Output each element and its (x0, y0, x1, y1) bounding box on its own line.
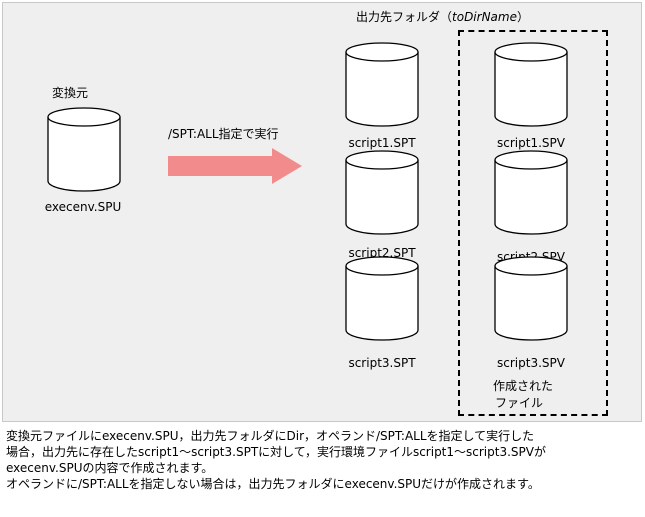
output-heading: 出力先フォルダ（toDirName） (356, 8, 529, 25)
created-files-label-line2: ファイル (495, 396, 544, 410)
caption: 変換元ファイルにexecenv.SPU，出力先フォルダにDir，オペランド/SP… (6, 428, 642, 492)
spv1-label: script1.SPV (497, 136, 565, 150)
arrow-label: /SPT:ALL指定で実行 (168, 127, 279, 141)
spv3-cylinder-icon (494, 256, 568, 341)
spv3-label: script3.SPV (497, 356, 565, 370)
caption-line4: オペランドに/SPT:ALLを指定しない場合は，出力先フォルダにexecenv.… (6, 477, 540, 491)
created-files-label-line1: 作成された (493, 379, 554, 393)
caption-line1: 変換元ファイルにexecenv.SPU，出力先フォルダにDir，オペランド/SP… (6, 429, 535, 443)
source-file-label: execenv.SPU (44, 200, 122, 214)
spt1-label: script1.SPT (348, 136, 416, 150)
source-heading: 変換元 (52, 86, 89, 100)
right-arrow-icon (168, 148, 302, 184)
caption-line3: execenv.SPUの内容で作成されます。 (6, 461, 214, 475)
created-files-box (458, 30, 608, 416)
spv1-cylinder-icon (494, 42, 568, 127)
spt3-label: script3.SPT (348, 356, 416, 370)
spt3-cylinder-icon (345, 256, 419, 341)
spt1-cylinder-icon (345, 42, 419, 127)
source-cylinder-icon (47, 107, 121, 192)
spt2-label: script2.SPT (348, 246, 416, 260)
spv2-cylinder-icon (494, 150, 568, 235)
output-heading-var: toDirName (452, 10, 517, 24)
output-heading-prefix: 出力先フォルダ（ (356, 10, 453, 24)
caption-line2: 場合，出力先に存在したscript1～script3.SPTに対して，実行環境フ… (6, 445, 546, 459)
spt2-cylinder-icon (345, 150, 419, 235)
output-heading-suffix: ） (516, 10, 529, 24)
